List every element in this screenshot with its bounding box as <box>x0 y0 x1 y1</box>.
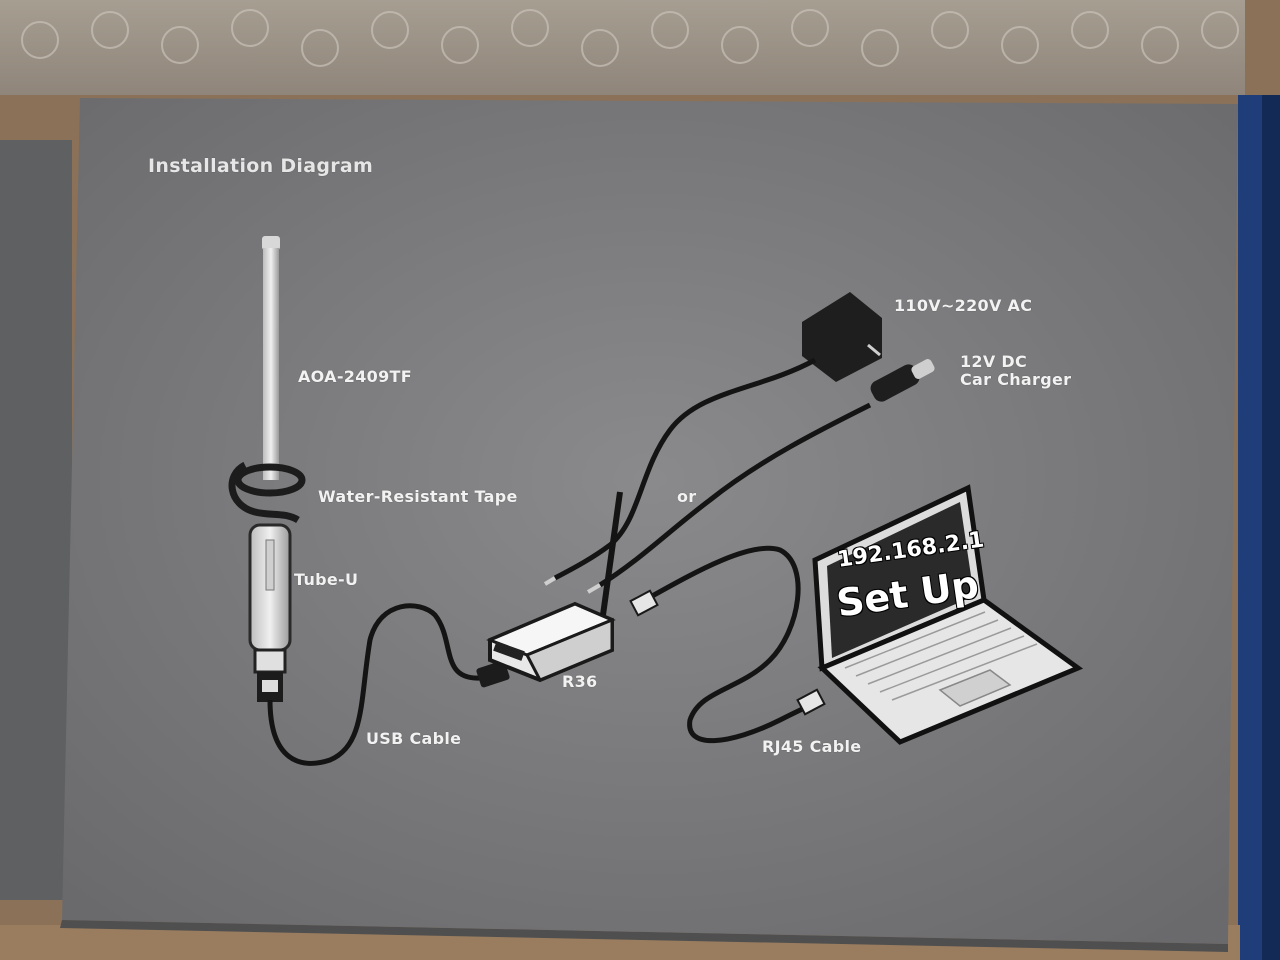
antenna <box>262 236 280 480</box>
ac-plug-tip <box>543 576 557 586</box>
rj45-cable-line <box>643 545 812 744</box>
dc-plug-tip <box>586 583 602 594</box>
tube-u-label: Tube-U <box>294 570 359 589</box>
ac-adapter <box>802 292 882 382</box>
right-blue-edge <box>1262 95 1280 960</box>
product-box <box>62 98 1238 944</box>
bubble-pattern <box>21 9 1239 67</box>
ac-cable <box>553 357 817 581</box>
usb-cable-label: USB Cable <box>366 729 462 748</box>
laptop-keyboard <box>844 611 1038 701</box>
rj45-cable-label: RJ45 Cable <box>762 737 862 756</box>
product-box-edge <box>60 920 1228 952</box>
router-antenna <box>600 491 623 616</box>
rj45-plug-laptop <box>796 688 826 716</box>
laptop <box>812 484 1084 745</box>
or-label: or <box>677 487 697 506</box>
tube-u-adapter <box>248 523 292 702</box>
car-charger <box>870 359 935 402</box>
router-device <box>486 601 616 683</box>
router-label: R36 <box>562 672 598 691</box>
rj45-plug-router <box>629 589 659 617</box>
tape-coil <box>228 461 306 524</box>
antenna-model-label: AOA-2409TF <box>298 367 412 386</box>
laptop-touchpad <box>938 669 1012 707</box>
usb-cable-line <box>267 603 481 766</box>
ac-power-label: 110V~220V AC <box>894 296 1033 315</box>
bubble-wrap <box>0 0 1245 95</box>
usb-plug <box>476 660 510 688</box>
tape-label: Water-Resistant Tape <box>318 487 518 506</box>
left-gray-box <box>0 140 72 900</box>
dc-power-label-line1: 12V DC <box>960 352 1028 371</box>
diagram-title: Installation Diagram <box>148 155 374 177</box>
dc-cable <box>598 402 872 588</box>
dc-power-label-line2: Car Charger <box>960 370 1072 389</box>
